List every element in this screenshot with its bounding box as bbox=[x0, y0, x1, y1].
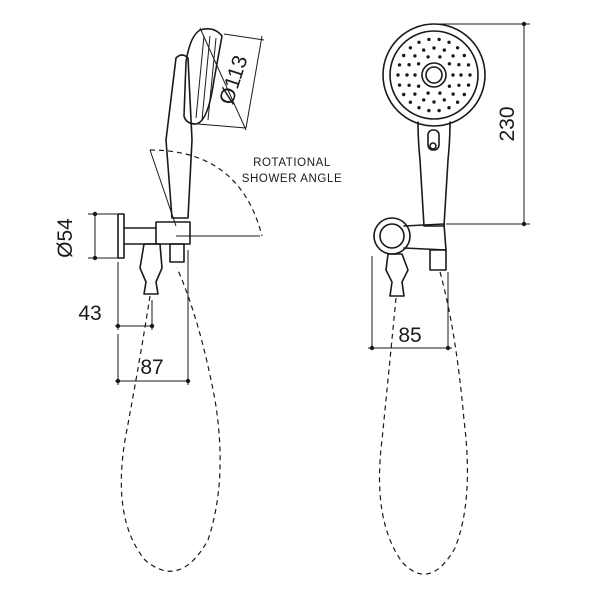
nozzle-dot bbox=[426, 91, 430, 95]
dim-tick bbox=[92, 211, 98, 217]
nozzle-dot bbox=[402, 53, 406, 58]
total-projection-label: 87 bbox=[140, 356, 163, 379]
side-arm bbox=[123, 227, 157, 245]
head-diameter-label: Ø113 bbox=[215, 53, 252, 107]
nozzle-dot bbox=[437, 37, 441, 42]
side-bracket bbox=[155, 221, 191, 245]
rotation-axis-line bbox=[149, 149, 260, 237]
nozzle-dot bbox=[413, 54, 417, 58]
nozzle-dot bbox=[402, 92, 406, 97]
dim-tick bbox=[521, 221, 527, 227]
nozzle-dot bbox=[432, 100, 436, 104]
nozzle-dot bbox=[451, 54, 455, 58]
front-button bbox=[427, 129, 440, 151]
nozzle-dot bbox=[466, 83, 471, 87]
outlet-projection-label: 43 bbox=[78, 302, 101, 325]
nozzle-dot bbox=[462, 53, 466, 58]
front-head-center bbox=[421, 62, 447, 88]
dim-tick bbox=[115, 323, 121, 329]
nozzle-dot bbox=[462, 92, 466, 97]
dim-tick bbox=[521, 21, 527, 27]
nozzle-dot bbox=[468, 73, 472, 77]
nozzle-dot bbox=[447, 40, 451, 44]
nozzle-dot bbox=[447, 106, 451, 110]
front-head-inner bbox=[389, 30, 479, 120]
nozzle-dot bbox=[457, 62, 461, 67]
front-outlet bbox=[385, 253, 409, 297]
nozzle-dot bbox=[459, 73, 463, 77]
rotation-arc bbox=[149, 149, 263, 237]
nozzle-dot bbox=[447, 84, 452, 88]
nozzle-dot bbox=[455, 100, 460, 104]
nozzle-dot bbox=[422, 98, 426, 102]
front-head-nozzles bbox=[396, 37, 472, 113]
front-handle bbox=[417, 121, 451, 227]
dim-lines-head bbox=[197, 33, 265, 129]
nozzle-dot bbox=[417, 40, 421, 44]
nozzle-dot bbox=[426, 55, 430, 59]
nozzle-dot bbox=[438, 91, 442, 95]
side-wall-flange bbox=[117, 213, 125, 259]
dim-tick bbox=[445, 345, 451, 351]
bracket-diameter-label: Ø54 bbox=[54, 218, 77, 258]
dim-lines-front bbox=[368, 23, 530, 350]
nozzle-dot bbox=[457, 83, 461, 88]
nozzle-dot bbox=[442, 98, 446, 102]
nozzle-dot bbox=[408, 46, 413, 50]
nozzle-dot bbox=[422, 48, 426, 52]
nozzle-dot bbox=[416, 84, 421, 88]
side-hose-nut bbox=[169, 243, 185, 263]
rotation-note-line2: SHOWER ANGLE bbox=[242, 173, 343, 185]
nozzle-dot bbox=[417, 106, 421, 110]
nozzle-dot bbox=[413, 92, 417, 96]
nozzle-dot bbox=[432, 46, 436, 50]
front-wall-flange-inner bbox=[379, 223, 405, 249]
nozzle-dot bbox=[396, 73, 400, 77]
front-button-dot bbox=[429, 142, 437, 150]
nozzle-dot bbox=[408, 100, 413, 104]
front-hose bbox=[378, 271, 469, 575]
front-head-center-inner bbox=[425, 66, 443, 84]
rotation-note-line1: ROTATIONAL bbox=[253, 157, 331, 169]
front-bracket bbox=[403, 223, 447, 251]
nozzle-dot bbox=[442, 48, 446, 52]
nozzle-dot bbox=[397, 83, 402, 87]
front-hose-nut bbox=[429, 249, 447, 271]
nozzle-dot bbox=[405, 73, 409, 77]
width-label: 85 bbox=[398, 324, 421, 347]
dim-tick bbox=[149, 323, 155, 329]
side-head-face-lines bbox=[195, 35, 217, 121]
nozzle-dot bbox=[437, 108, 441, 113]
nozzle-dot bbox=[466, 63, 471, 67]
nozzle-dot bbox=[416, 62, 421, 66]
nozzle-dot bbox=[447, 62, 452, 66]
dim-tick bbox=[185, 378, 191, 384]
dim-tick bbox=[92, 255, 98, 261]
nozzle-dot bbox=[455, 46, 460, 50]
dim-tick bbox=[369, 345, 375, 351]
side-hose bbox=[120, 267, 221, 572]
nozzle-dot bbox=[407, 62, 411, 67]
nozzle-dot bbox=[397, 63, 402, 67]
nozzle-dot bbox=[438, 55, 442, 59]
nozzle-dot bbox=[451, 92, 455, 96]
nozzle-dot bbox=[451, 73, 455, 77]
side-shower-head bbox=[183, 28, 223, 125]
side-view bbox=[88, 27, 265, 572]
side-outlet bbox=[139, 243, 163, 295]
side-handle bbox=[165, 54, 193, 219]
front-view bbox=[368, 21, 530, 575]
dim-tick bbox=[115, 378, 121, 384]
height-label: 230 bbox=[496, 106, 519, 141]
nozzle-dot bbox=[427, 37, 431, 42]
nozzle-dot bbox=[413, 73, 417, 77]
nozzle-dot bbox=[407, 83, 411, 88]
nozzle-dot bbox=[427, 108, 431, 113]
